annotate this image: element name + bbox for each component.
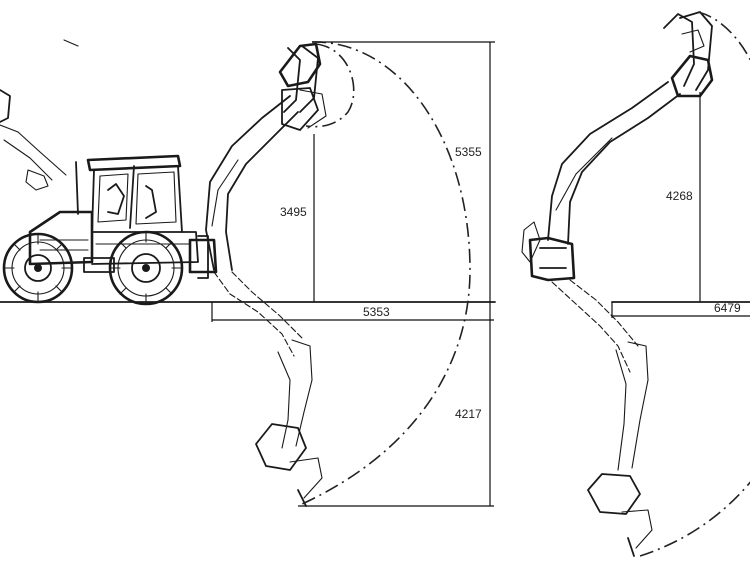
- left-stick-lowered: [277, 339, 313, 449]
- right-reach-arc: [697, 11, 750, 62]
- right-lower-arc: [639, 481, 750, 557]
- front-wheel: [2, 232, 74, 304]
- backhoe-tractor: [28, 154, 218, 279]
- left-boom-lowered: [213, 271, 303, 357]
- left-dimension-lines: [211, 41, 495, 507]
- right-stick-raised: [663, 11, 713, 91]
- right-bucket-lowered: [587, 473, 653, 557]
- left-bucket-lowered: [255, 423, 323, 507]
- left-bucket-swing-arc: [305, 43, 355, 128]
- right-dimension-lines: [611, 92, 750, 318]
- front-loader-arm: [0, 39, 79, 191]
- left-bucket-raised: [278, 42, 327, 129]
- rear-wheel: [108, 230, 184, 306]
- left-stick-raised: [283, 45, 319, 113]
- right-reach-label: 6479: [714, 301, 741, 315]
- right-boom-lowered: [551, 279, 639, 373]
- left-height-label: 5355: [455, 145, 482, 159]
- left-boom-raised: [205, 87, 319, 271]
- right-bucket-raised: [670, 29, 714, 98]
- left-reach-arc: [299, 41, 471, 506]
- left-dig-depth-label: 4217: [455, 407, 482, 421]
- right-boom-raised: [547, 81, 681, 245]
- right-stick-lowered: [615, 341, 649, 471]
- right-height-label: 4268: [666, 189, 693, 203]
- left-reach-label: 5353: [363, 305, 390, 319]
- left-pivot-height-label: 3495: [280, 205, 307, 219]
